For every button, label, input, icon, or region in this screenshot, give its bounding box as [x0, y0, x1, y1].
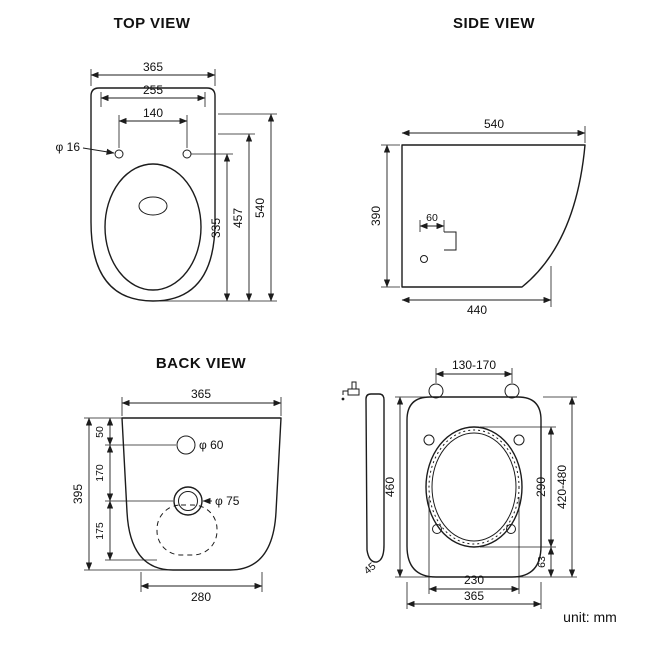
dim-label-back-height: 395 — [71, 484, 85, 504]
dim-label-inlet-diameter: φ 60 — [199, 438, 224, 452]
dim-label-tail-length: 63 — [536, 556, 548, 568]
side-view-extension-lines — [381, 126, 586, 307]
seat-side-profile — [365, 393, 385, 563]
top-view: TOP VIEW 365 255 140 φ 16 335 457 540 — [56, 15, 277, 302]
inlet-bracket — [444, 231, 457, 251]
fixing-hole-right — [182, 149, 192, 159]
dim-label-side-height: 390 — [369, 206, 383, 226]
fixing-hole-left — [114, 149, 124, 159]
side-view-title: SIDE VIEW — [453, 15, 535, 32]
dim-label-hinge-range: 420-480 — [555, 465, 569, 509]
dim-label-side-depth-top: 540 — [484, 117, 504, 131]
dim-label-hinge-spacing: 130-170 — [452, 358, 496, 372]
drain-outline — [138, 196, 168, 216]
hinge-fitting-icon — [341, 381, 360, 401]
dim-label-seat-length: 460 — [383, 477, 397, 497]
dim-label-hole-diameter: φ 16 — [56, 140, 81, 154]
back-view-title: BACK VIEW — [156, 355, 247, 372]
back-view: BACK VIEW 365 395 50 170 175 280 φ 60 φ … — [71, 355, 282, 604]
inlet-hole — [176, 435, 196, 455]
outlet-hole — [173, 486, 203, 516]
dim-label-back-width-bottom: 280 — [191, 590, 211, 604]
seat-ring-outer — [425, 426, 523, 548]
bumper-top-right — [513, 434, 525, 446]
dim-label-top-width-rim: 255 — [143, 83, 163, 97]
hole-diameter-leader — [82, 147, 115, 155]
bumper-bottom-left — [432, 524, 442, 534]
dim-label-seat-thickness: 45 — [362, 560, 379, 577]
dim-label-inlet-offset: 60 — [426, 212, 438, 224]
dim-label-hole-spacing: 140 — [143, 106, 163, 120]
bumper-bottom-right — [506, 524, 516, 534]
toilet-side-outline — [401, 144, 586, 288]
dim-label-side-depth-bottom: 440 — [467, 303, 487, 317]
dim-label-outlet-diameter: φ 75 — [215, 494, 240, 508]
dim-label-top-width-overall: 365 — [143, 60, 163, 74]
hinge-right — [504, 383, 520, 399]
trapway-hidden-outline — [156, 504, 218, 556]
dim-label-depth-rim: 457 — [231, 208, 245, 228]
toilet-top-outline — [90, 87, 216, 302]
seat-ring-texture — [428, 429, 520, 545]
seat-ring-inner — [431, 432, 517, 542]
fixing-point — [420, 255, 428, 263]
bowl-outline — [104, 163, 202, 291]
bumper-top-left — [423, 434, 435, 446]
dim-label-outlet-to-bottom: 175 — [94, 522, 106, 540]
toilet-back-outline — [121, 417, 282, 571]
seat-lid-outline — [406, 396, 542, 578]
dim-label-top-to-inlet: 50 — [94, 426, 106, 438]
dim-label-depth-holes-to-front: 335 — [209, 218, 223, 238]
unit-label: unit: mm — [563, 609, 617, 625]
seat-view: 130-170 460 290 63 420-480 45 230 365 — [341, 358, 577, 609]
outlet-hole-inner — [178, 491, 198, 511]
dim-label-seat-width: 365 — [464, 589, 484, 603]
dim-label-opening-width: 230 — [464, 573, 484, 587]
top-view-title: TOP VIEW — [114, 15, 191, 32]
dim-label-opening-length: 290 — [534, 477, 548, 497]
hinge-left — [428, 383, 444, 399]
seat-view-extension-lines — [395, 368, 577, 609]
dim-label-inlet-to-outlet: 170 — [94, 464, 106, 482]
back-view-extension-lines — [84, 397, 282, 592]
side-view: SIDE VIEW 540 390 60 440 — [369, 15, 586, 317]
dim-label-back-width-top: 365 — [191, 387, 211, 401]
dim-label-depth-overall: 540 — [253, 198, 267, 218]
